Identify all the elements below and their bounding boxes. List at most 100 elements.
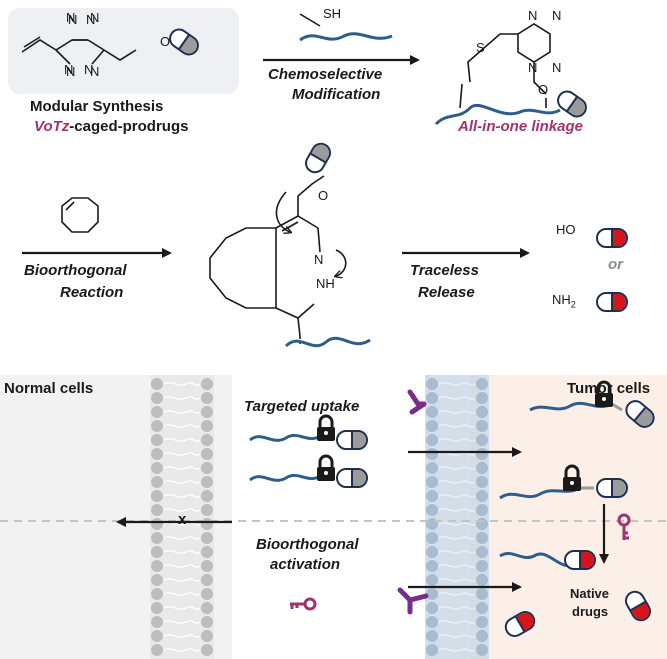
normal-membrane-head bbox=[151, 574, 163, 586]
capsule-native-3 bbox=[625, 590, 651, 622]
normal-membrane-tail bbox=[163, 452, 201, 456]
tumor-membrane-head bbox=[426, 420, 438, 432]
normal-membrane-tail bbox=[163, 438, 201, 442]
tumor-membrane-head bbox=[476, 434, 488, 446]
tumor-membrane-head bbox=[476, 644, 488, 656]
tumor-membrane-head bbox=[476, 560, 488, 572]
tumor-membrane-head bbox=[426, 546, 438, 558]
tumor-membrane-head bbox=[426, 602, 438, 614]
product-structure bbox=[467, 23, 551, 108]
caged-prodrugs-text: -caged-prodrugs bbox=[69, 118, 189, 135]
product-linker bbox=[459, 83, 463, 109]
normal-membrane-head bbox=[201, 630, 213, 642]
tumor-membrane-tail bbox=[438, 396, 476, 400]
tetrazine-ring-1 bbox=[58, 24, 68, 36]
normal-membrane-head bbox=[201, 574, 213, 586]
tumor-membrane-head bbox=[426, 378, 438, 390]
lock-icon bbox=[317, 454, 335, 481]
n-atom-8: N bbox=[552, 60, 562, 75]
normal-membrane-head bbox=[151, 462, 163, 474]
normal-membrane-head bbox=[151, 644, 163, 656]
normal-membrane-head bbox=[151, 392, 163, 404]
tumor-membrane-head bbox=[426, 392, 438, 404]
n-atom-6: N bbox=[552, 8, 562, 23]
prodrug-label: VoTz-caged-prodrugs bbox=[34, 118, 188, 135]
normal-membrane-head bbox=[151, 448, 163, 460]
tumor-membrane-tail bbox=[438, 410, 476, 414]
normal-membrane-tail bbox=[163, 410, 201, 414]
tumor-membrane-head bbox=[476, 602, 488, 614]
or-label: or bbox=[608, 256, 623, 273]
intermediate-polymer bbox=[284, 336, 371, 348]
capsule-nh2-drug bbox=[596, 292, 628, 312]
tumor-membrane-head bbox=[476, 490, 488, 502]
normal-membrane-head bbox=[201, 560, 213, 572]
capsule-product bbox=[557, 90, 587, 118]
tumor-membrane-tail bbox=[438, 550, 476, 554]
normal-membrane-head bbox=[201, 602, 213, 614]
normal-membrane-tail bbox=[163, 382, 201, 386]
tumor-membrane-tail bbox=[438, 606, 476, 610]
n-atom-2: N bbox=[90, 10, 100, 25]
receptor-top bbox=[407, 389, 427, 415]
o-atom-2: O bbox=[538, 82, 549, 97]
tumor-membrane-tail bbox=[438, 620, 476, 624]
normal-membrane-head bbox=[201, 616, 213, 628]
all-in-one-label: All-in-one linkage bbox=[458, 118, 584, 135]
normal-membrane-head bbox=[201, 644, 213, 656]
tumor-membrane-head bbox=[426, 434, 438, 446]
tumor-membrane-head bbox=[426, 476, 438, 488]
tumor-membrane-tail bbox=[438, 466, 476, 470]
normal-cells-label: Normal cells bbox=[4, 380, 94, 397]
normal-membrane-tail bbox=[163, 508, 201, 512]
tumor-membrane-head bbox=[426, 560, 438, 572]
normal-membrane-head bbox=[151, 504, 163, 516]
tumor-membrane-tail bbox=[438, 536, 476, 540]
normal-membrane-head bbox=[201, 406, 213, 418]
capsule-prodrug-1 bbox=[336, 430, 368, 450]
arrow3-label-1: Traceless bbox=[410, 262, 479, 279]
tumor-membrane-tail bbox=[438, 522, 476, 526]
s-atom: S bbox=[476, 40, 485, 55]
key-icon bbox=[290, 597, 317, 611]
lock-icon bbox=[595, 380, 613, 407]
normal-membrane-head bbox=[151, 560, 163, 572]
tumor-membrane-head bbox=[426, 462, 438, 474]
nh2-label: NH2 bbox=[552, 292, 576, 310]
nh2-text: NH bbox=[552, 292, 571, 307]
normal-membrane-head bbox=[201, 448, 213, 460]
normal-membrane-head bbox=[201, 490, 213, 502]
tumor-membrane-head bbox=[426, 574, 438, 586]
tumor-membrane-head bbox=[426, 490, 438, 502]
tumor-membrane-head bbox=[426, 532, 438, 544]
arrow3-label-2: Release bbox=[418, 284, 475, 301]
normal-membrane-head bbox=[151, 490, 163, 502]
tumor-membrane-tail bbox=[438, 382, 476, 386]
normal-membrane-head bbox=[201, 378, 213, 390]
normal-membrane-head bbox=[151, 602, 163, 614]
tumor-membrane-head bbox=[476, 630, 488, 642]
svg-text:N: N bbox=[84, 62, 93, 77]
tumor-membrane-head bbox=[426, 406, 438, 418]
tumor-membrane-head bbox=[426, 448, 438, 460]
activation-label-2: activation bbox=[270, 556, 341, 573]
capsule-tumor-1 bbox=[625, 400, 655, 428]
tumor-membrane-tail bbox=[438, 480, 476, 484]
lock-icon bbox=[317, 414, 335, 441]
starting-block-label: Modular Synthesis bbox=[30, 98, 163, 115]
capsule-prodrug-2 bbox=[336, 468, 368, 488]
nh2-subscript: 2 bbox=[570, 299, 576, 310]
normal-membrane-tail bbox=[163, 606, 201, 610]
tumor-membrane-tail bbox=[438, 438, 476, 442]
tumor-membrane-head bbox=[476, 406, 488, 418]
normal-membrane-head bbox=[201, 504, 213, 516]
receptor-bottom bbox=[397, 587, 429, 615]
normal-membrane-head bbox=[151, 406, 163, 418]
normal-membrane-tail bbox=[163, 536, 201, 540]
activation-label-1: Bioorthogonal bbox=[256, 536, 359, 553]
normal-membrane-head bbox=[201, 462, 213, 474]
o-atom-3: O bbox=[318, 188, 329, 203]
normal-membrane-tail bbox=[163, 494, 201, 498]
tumor-membrane-head bbox=[476, 504, 488, 516]
